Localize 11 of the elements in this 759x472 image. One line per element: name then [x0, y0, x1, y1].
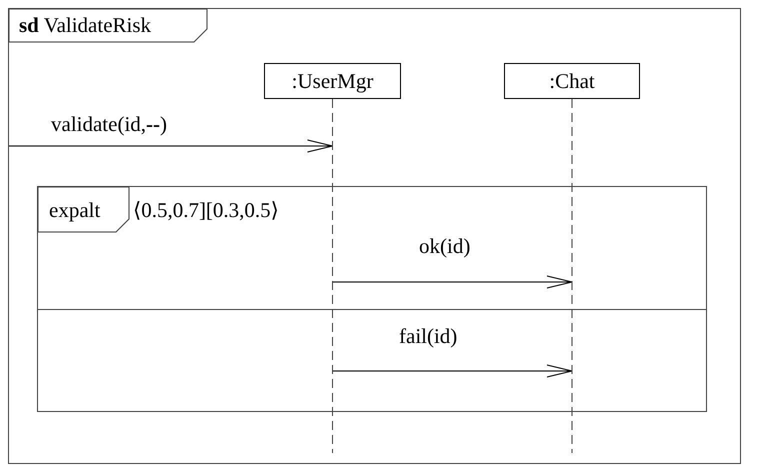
frame-title: sd ValidateRisk	[9, 9, 208, 43]
message-arrow	[332, 364, 572, 378]
message-label: ok(id)	[419, 234, 470, 259]
message-label: validate(id,--)	[51, 112, 168, 137]
message-arrow	[9, 140, 333, 152]
message-label: fail(id)	[399, 324, 458, 349]
operator-tab: expalt	[38, 187, 130, 233]
lifeline: :Chat	[504, 63, 640, 453]
sequence-frame	[8, 8, 741, 464]
guard-condition: ⟨0.5,0.7][0.3,0.5⟩	[133, 198, 279, 223]
message-arrow	[332, 276, 572, 288]
